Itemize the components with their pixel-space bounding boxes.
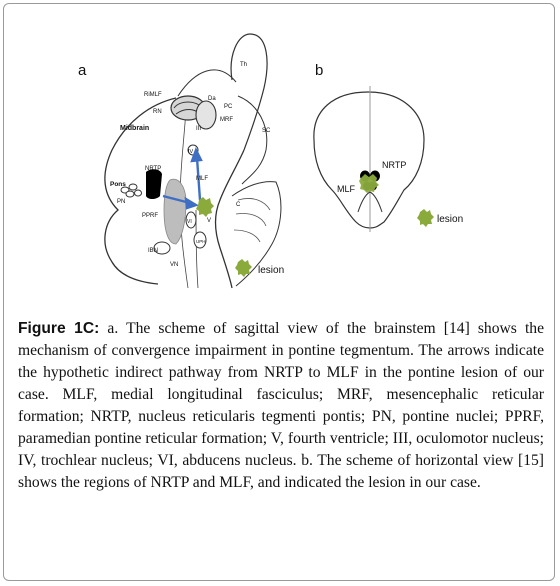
label-vi: VI <box>187 219 192 225</box>
thalamus-outline <box>230 33 268 151</box>
brainstem-anterior-outline <box>104 97 177 285</box>
fourth-ventricle <box>357 191 383 213</box>
arrow-mlf-upward <box>195 157 202 201</box>
lesion-legend-label-a: lesion <box>258 265 284 276</box>
label-uph: UPH <box>196 239 206 244</box>
oculomotor-nucleus <box>195 100 217 130</box>
label-mlf-a: MLF <box>196 176 208 182</box>
uph-nucleus <box>193 231 207 249</box>
cerebellum-outline <box>231 181 282 287</box>
label-pons: Pons <box>110 181 126 188</box>
label-vn: VN <box>170 262 178 268</box>
label-nrtp-a: NRTP <box>145 166 161 172</box>
label-rn: RN <box>153 109 162 115</box>
lesion-marker-a <box>196 197 214 217</box>
pontine-nucleus <box>125 190 135 198</box>
cerebellum-folia <box>233 198 271 243</box>
label-da: Da <box>208 96 216 102</box>
figure-caption: Figure 1C: a. The scheme of sagittal vie… <box>18 318 544 494</box>
pons-cross-section <box>313 91 425 229</box>
pathway-arrows <box>162 146 203 210</box>
lesion-legend-icon-b <box>417 209 434 227</box>
label-iii: III <box>196 126 201 132</box>
lesion-legend-label-b: lesion <box>437 214 463 225</box>
pprf-area <box>163 178 187 245</box>
label-v: V <box>207 218 211 224</box>
lesion-marker-b <box>359 174 379 193</box>
diencephalon-outline <box>177 69 237 97</box>
ibn-nucleus <box>153 241 171 255</box>
label-ibn: IBN <box>148 248 158 254</box>
arrowhead-up <box>190 146 203 163</box>
brainstem-posterior-outline <box>214 149 245 289</box>
label-mlf-b: MLF <box>337 184 356 194</box>
colliculus-outline <box>237 95 268 185</box>
figure-diagram: a <box>78 33 463 289</box>
caption-text: a. The scheme of sagittal view of the br… <box>18 320 545 491</box>
caption-label: Figure 1C: <box>18 320 100 337</box>
pontine-nucleus <box>128 183 138 191</box>
panel-a-label: a <box>78 62 87 79</box>
label-sc: SC <box>262 128 271 134</box>
panel-a-sagittal: a <box>78 33 284 289</box>
figure-frame <box>3 3 555 581</box>
label-pprf: PPRF <box>142 213 158 219</box>
pontine-nucleus <box>134 189 142 197</box>
label-nrtp-b: NRTP <box>382 160 406 170</box>
lesion-legend-icon-a <box>235 259 252 277</box>
label-rimlf: RiMLF <box>144 92 162 98</box>
label-midbrain: Midbrain <box>120 125 149 132</box>
label-th: Th <box>240 62 247 68</box>
abducens-nucleus <box>185 211 197 229</box>
label-c: C <box>236 202 241 208</box>
label-pc: PC <box>224 104 233 110</box>
arrowhead-right <box>184 196 199 210</box>
panel-b-label: b <box>315 62 323 79</box>
panel-b-horizontal: b NRTP MLF lesion <box>313 62 463 232</box>
nrtp-nucleus-a <box>146 169 162 199</box>
label-iv: IV <box>188 149 194 155</box>
label-mrf: MRF <box>220 117 233 123</box>
label-pn: PN <box>117 199 125 205</box>
